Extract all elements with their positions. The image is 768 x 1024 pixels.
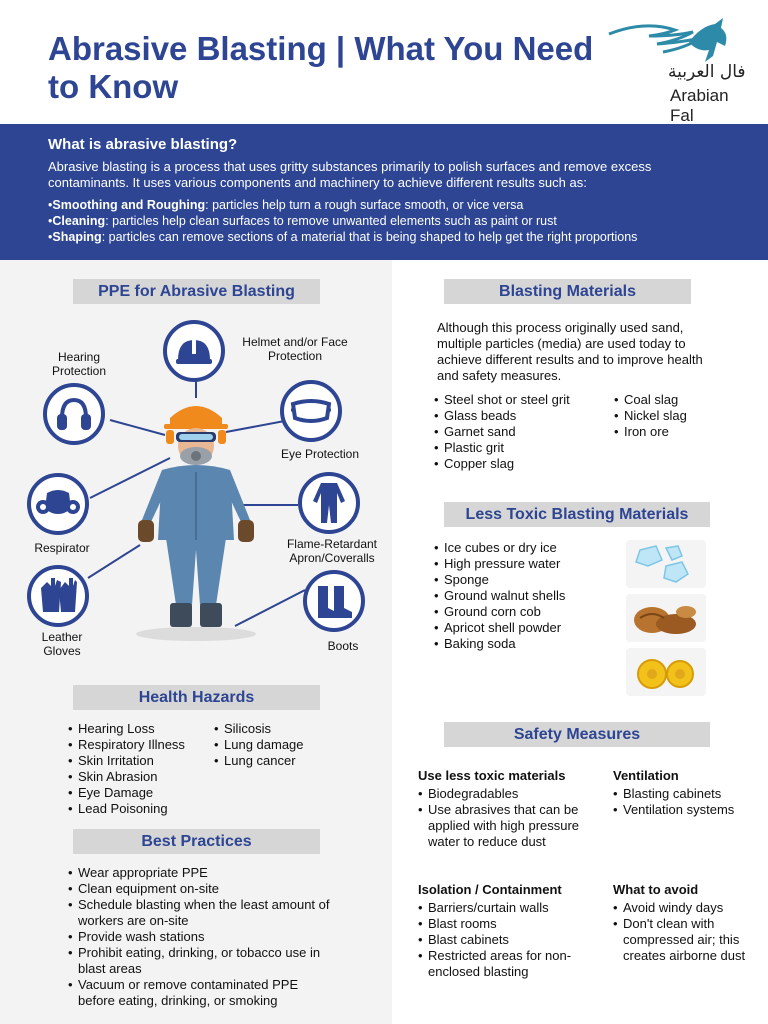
list-item: Prohibit eating, drinking, or tobacco us…	[68, 945, 338, 977]
goggles-icon	[280, 380, 342, 442]
list-item: Steel shot or steel grit	[434, 392, 614, 408]
list-item: Baking soda	[434, 636, 624, 652]
intro-banner: What is abrasive blasting? Abrasive blas…	[0, 124, 768, 260]
list-item: Ventilation systems	[613, 802, 753, 818]
safety-avoid-heading: What to avoid	[613, 882, 699, 897]
health-hazards-list-2: Silicosis Lung damage Lung cancer	[214, 721, 334, 769]
list-item: Clean equipment on-site	[68, 881, 338, 897]
ppe-label-coveralls: Flame-Retardant Apron/Coveralls	[286, 537, 378, 565]
less-toxic-list: Ice cubes or dry ice High pressure water…	[434, 540, 624, 652]
list-item: Wear appropriate PPE	[68, 865, 338, 881]
list-item: Plastic grit	[434, 440, 614, 456]
gloves-icon	[27, 565, 89, 627]
list-item: Provide wash stations	[68, 929, 338, 945]
safety-avoid-list: Avoid windy days Don't clean with compre…	[613, 900, 748, 964]
logo-arabic-text: فال العربية	[668, 62, 746, 82]
safety-measures-title: Safety Measures	[444, 722, 710, 747]
list-item: Use abrasives that can be applied with h…	[418, 802, 588, 850]
list-item: Skin Irritation	[68, 753, 218, 769]
list-item: Coal slag	[614, 392, 734, 408]
list-item: Eye Damage	[68, 785, 218, 801]
brand-logo: فال العربية Arabian Fal	[600, 10, 750, 125]
list-item: Ground walnut shells	[434, 588, 624, 604]
logo-english-text: Arabian Fal	[670, 86, 729, 125]
list-item: Restricted areas for non-enclosed blasti…	[418, 948, 598, 980]
safety-less-toxic-list: Biodegradables Use abrasives that can be…	[418, 786, 588, 850]
ppe-label-respirator: Respirator	[34, 541, 90, 555]
list-item: Smoothing and Roughing: particles help t…	[48, 197, 720, 213]
list-item: Shaping: particles can remove sections o…	[48, 229, 720, 245]
ppe-label-boots: Boots	[327, 639, 359, 653]
list-item: Nickel slag	[614, 408, 734, 424]
list-item: High pressure water	[434, 556, 624, 572]
ppe-label-gloves: Leather Gloves	[41, 630, 83, 658]
ppe-connectors	[87, 380, 306, 627]
safety-less-toxic-heading: Use less toxic materials	[418, 768, 566, 783]
list-item: Lung damage	[214, 737, 334, 753]
corn-cob-icon	[626, 648, 706, 696]
earmuffs-icon	[43, 383, 105, 445]
list-item: Don't clean with compressed air; this cr…	[613, 916, 748, 964]
blasting-materials-paragraph: Although this process originally used sa…	[437, 320, 703, 383]
list-item: Respiratory Illness	[68, 737, 218, 753]
list-item: Blast cabinets	[418, 932, 598, 948]
list-item: Barriers/curtain walls	[418, 900, 598, 916]
list-item: Hearing Loss	[68, 721, 218, 737]
blasting-materials-title: Blasting Materials	[444, 279, 691, 304]
worker-figure-icon	[136, 406, 256, 641]
helmet-icon	[163, 320, 225, 382]
safety-isolation-list: Barriers/curtain walls Blast rooms Blast…	[418, 900, 598, 980]
list-item: Vacuum or remove contaminated PPE before…	[68, 977, 338, 1009]
ppe-label-hearing: Hearing Protection	[51, 350, 107, 378]
list-item: Sponge	[434, 572, 624, 588]
pegasus-logo-icon	[608, 18, 727, 62]
respirator-icon	[27, 473, 89, 535]
list-item: Schedule blasting when the least amount …	[68, 897, 338, 929]
less-toxic-title: Less Toxic Blasting Materials	[444, 502, 710, 527]
safety-ventilation-heading: Ventilation	[613, 768, 679, 783]
intro-list: Smoothing and Roughing: particles help t…	[48, 197, 720, 245]
list-item: Ground corn cob	[434, 604, 624, 620]
left-panel: PPE for Abrasive Blasting	[0, 260, 392, 1024]
list-item: Lead Poisoning	[68, 801, 218, 817]
walnut-shells-icon	[626, 594, 706, 642]
safety-isolation-heading: Isolation / Containment	[418, 882, 562, 897]
health-hazards-title: Health Hazards	[73, 685, 320, 710]
intro-heading: What is abrasive blasting?	[48, 136, 238, 153]
best-practices-list: Wear appropriate PPE Clean equipment on-…	[68, 865, 338, 1009]
page-title: Abrasive Blasting | What You Need to Kno…	[48, 30, 594, 105]
ppe-title: PPE for Abrasive Blasting	[73, 279, 320, 304]
list-item: Iron ore	[614, 424, 734, 440]
list-item: Cleaning: particles help clean surfaces …	[48, 213, 720, 229]
health-hazards-list: Hearing Loss Respiratory Illness Skin Ir…	[68, 721, 218, 817]
list-item: Garnet sand	[434, 424, 614, 440]
intro-paragraph: Abrasive blasting is a process that uses…	[48, 159, 652, 190]
list-item: Blast rooms	[418, 916, 598, 932]
list-item: Skin Abrasion	[68, 769, 218, 785]
list-item: Silicosis	[214, 721, 334, 737]
list-item: Blasting cabinets	[613, 786, 753, 802]
ice-cubes-icon	[626, 540, 706, 588]
list-item: Glass beads	[434, 408, 614, 424]
list-item: Lung cancer	[214, 753, 334, 769]
ppe-label-eye: Eye Protection	[280, 447, 360, 461]
list-item: Copper slag	[434, 456, 614, 472]
coveralls-icon	[298, 472, 360, 534]
list-item: Apricot shell powder	[434, 620, 624, 636]
boots-icon	[303, 570, 365, 632]
list-item: Ice cubes or dry ice	[434, 540, 624, 556]
blasting-materials-list: Steel shot or steel grit Glass beads Gar…	[434, 392, 614, 472]
list-item: Avoid windy days	[613, 900, 748, 916]
right-panel: Blasting Materials Although this process…	[392, 260, 768, 1024]
ppe-label-helmet: Helmet and/or Face Protection	[242, 335, 348, 363]
blasting-materials-list-2: Coal slag Nickel slag Iron ore	[614, 392, 734, 440]
list-item: Biodegradables	[418, 786, 588, 802]
best-practices-title: Best Practices	[73, 829, 320, 854]
safety-ventilation-list: Blasting cabinets Ventilation systems	[613, 786, 753, 818]
